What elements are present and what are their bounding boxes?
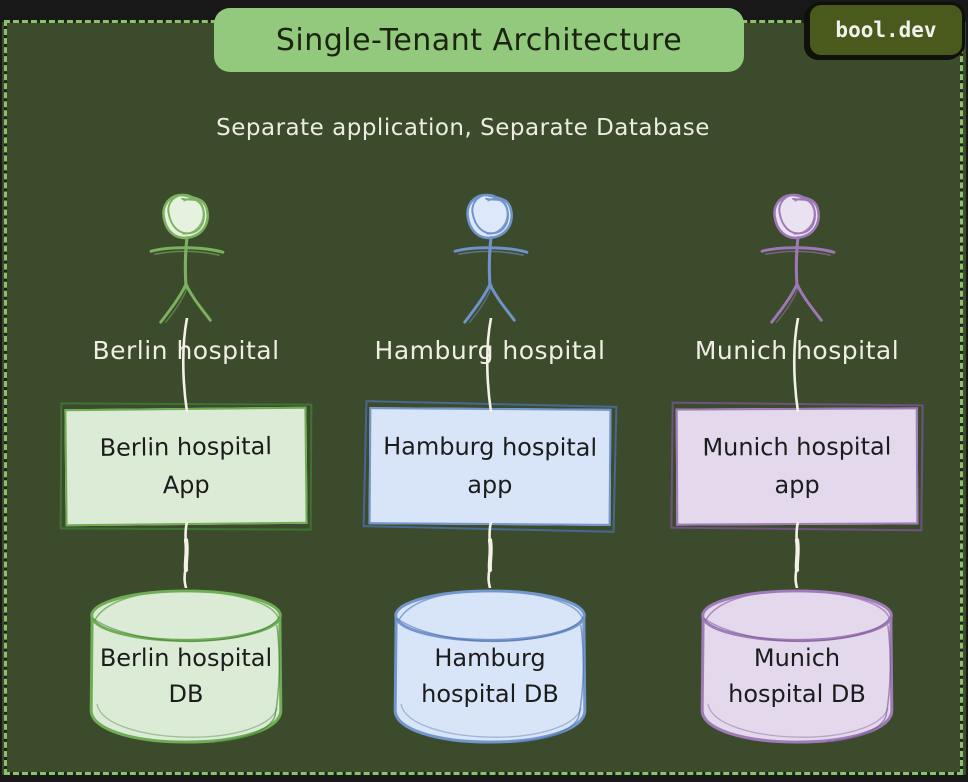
connector-person-to-app [483,318,497,412]
person-label: Berlin hospital [92,336,280,365]
db-label: Hamburg hospital DB [421,644,559,708]
brand-label: bool.dev [835,18,937,42]
diagram-title: Single-Tenant Architecture [275,22,683,58]
app-box: Munich hospital app [675,407,919,526]
person-icon [142,192,230,328]
app-label: Munich hospital app [702,432,892,499]
connector-person-to-app [179,318,193,412]
column-munich: Munich hospital Munich hospital app Muni… [667,192,927,757]
db-label: Munich hospital DB [728,644,866,708]
app-box: Hamburg hospital app [368,407,612,526]
app-box: Berlin hospital App [64,406,308,527]
connector-app-to-db [483,522,497,588]
app-label: Berlin hospital App [99,432,273,499]
person-icon [446,192,534,328]
title-badge: Single-Tenant Architecture [214,8,744,72]
connector-app-to-db [179,522,193,588]
person-icon [753,192,841,328]
diagram-subtitle: Separate application, Separate Database [216,115,710,141]
person-label: Hamburg hospital [374,336,606,365]
db-label: Berlin hospital DB [99,644,273,708]
connector-app-to-db [790,522,804,588]
connector-person-to-app [790,318,804,412]
column-hamburg: Hamburg hospital Hamburg hospital app Ha… [360,192,620,757]
app-label: Hamburg hospital app [383,432,598,499]
column-berlin: Berlin hospital Berlin hospital App Berl… [56,192,316,757]
brand-badge: bool.dev [807,2,965,58]
person-label: Munich hospital [694,336,900,365]
